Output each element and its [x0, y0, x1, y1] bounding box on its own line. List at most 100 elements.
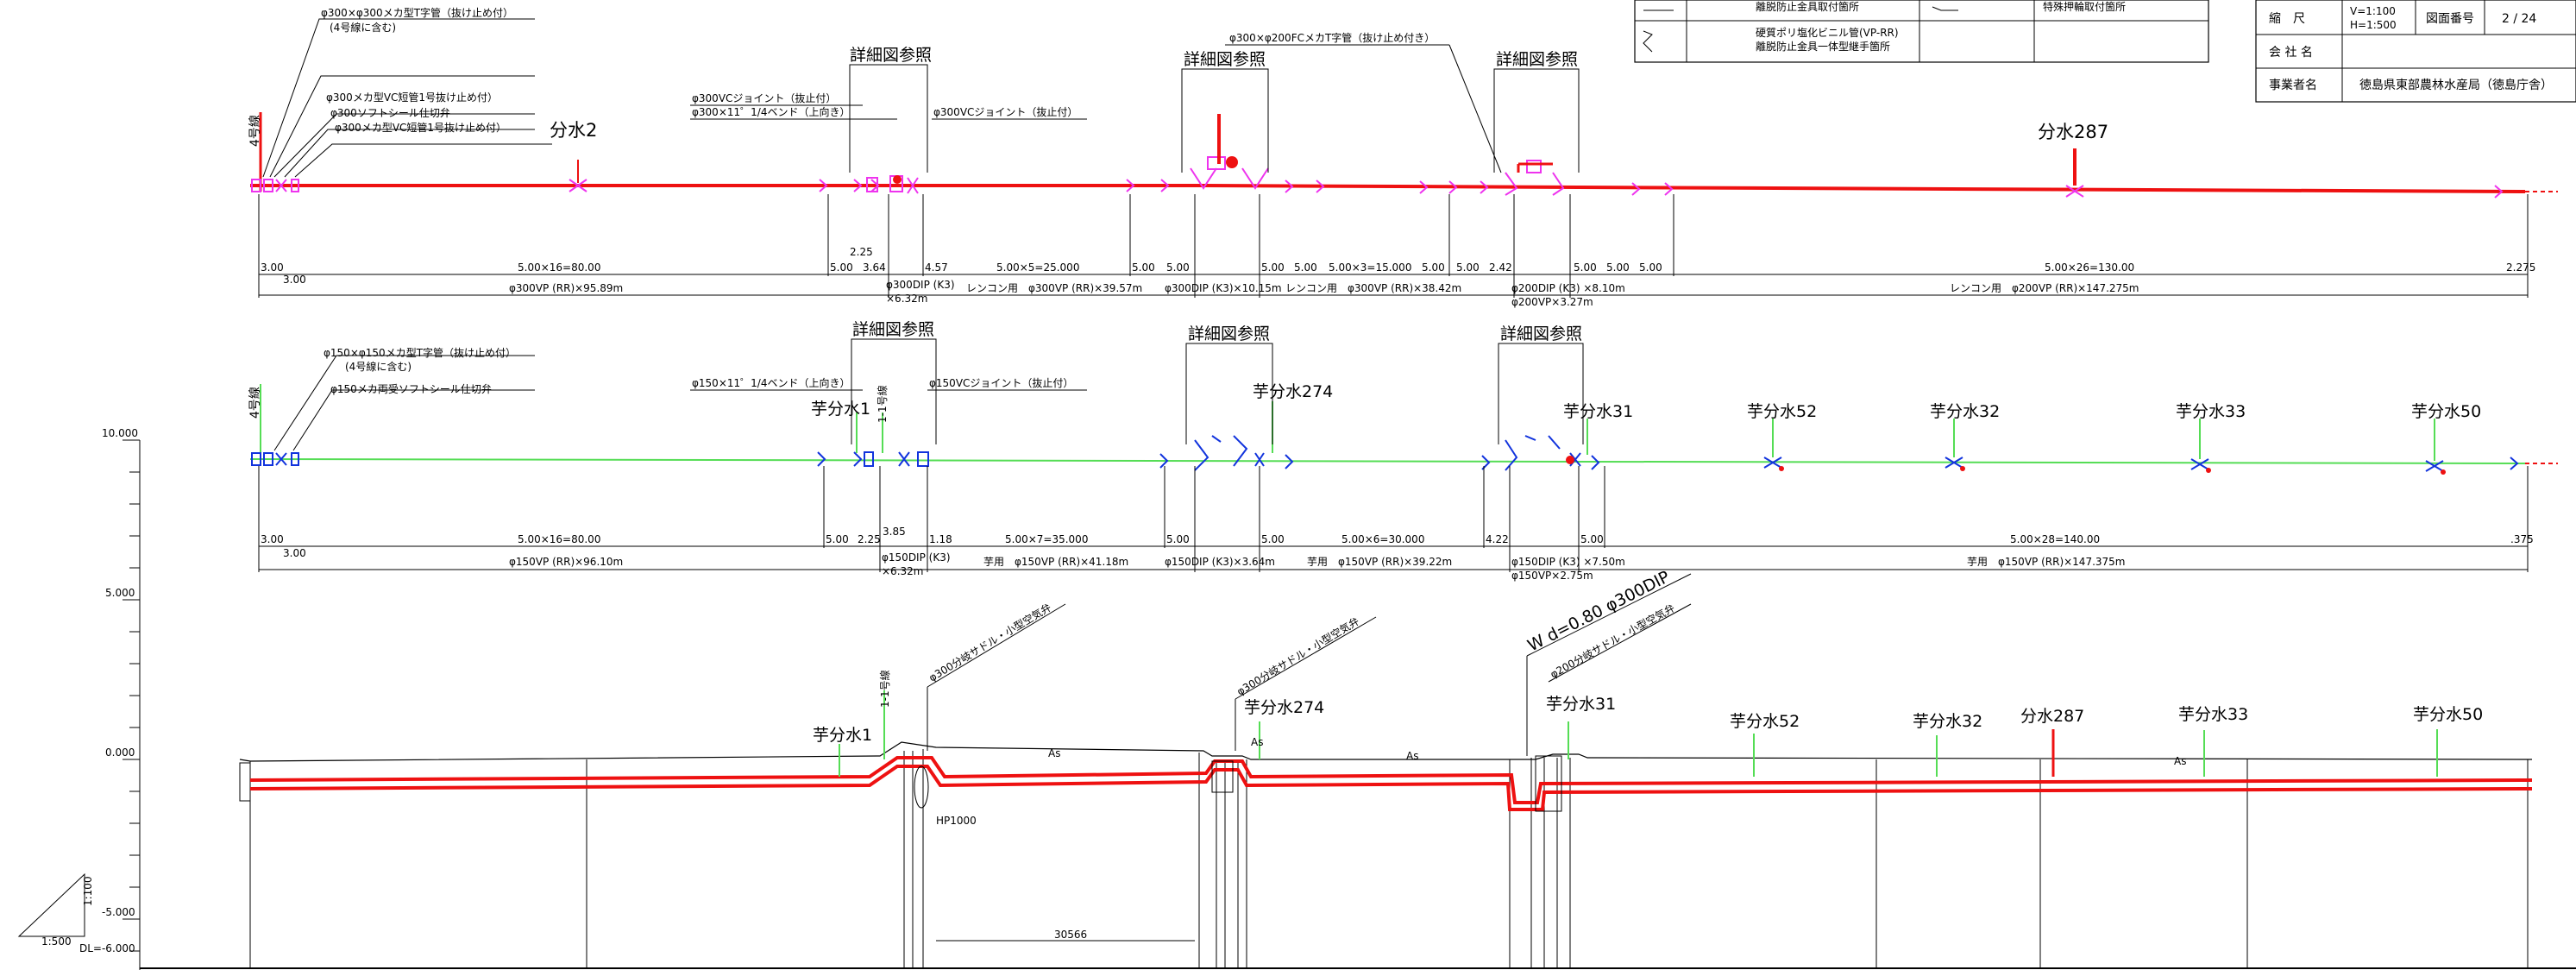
row1-detail-ref-1: 詳細図参照 — [850, 46, 932, 65]
row1-dim-18: 5.00 — [1639, 261, 1662, 274]
row1-note-1: (4号線に含む) — [330, 21, 396, 34]
row1-pipe-0: φ300VP (RR)×95.89m — [509, 282, 623, 294]
row1-dim-16: 5.00 — [1574, 261, 1597, 274]
scale-h: H=1:500 — [2350, 19, 2397, 31]
profile-label-imobunsui274: 芋分水274 — [1244, 698, 1324, 717]
row1-dim-2: 5.00×16=80.00 — [518, 261, 600, 274]
profile-note-4: HP1000 — [936, 815, 977, 827]
row2-label-line1-1: 1-1号線 — [876, 385, 889, 423]
profile-label-bunsui287: 分水287 — [2020, 707, 2084, 726]
row2-dim-1: 3.00 — [283, 547, 306, 559]
row2-dim-2: 5.00×16=80.00 — [518, 533, 600, 545]
row2-note-3: φ150×11゜1/4ベンド（上向き） — [692, 376, 850, 389]
owner-label: 事業者名 — [2269, 79, 2317, 92]
profile-note-9: 30566 — [1054, 929, 1087, 941]
drawing-no-label: 図面番号 — [2426, 12, 2474, 26]
row2-pipe-4: φ150DIP (K3)×3.64m — [1165, 556, 1275, 568]
row2-dim-4: 2.25 — [858, 533, 881, 545]
profile-note-1: φ300分岐サドル・小型空気弁 — [1235, 614, 1361, 698]
row2-dim-14: .375 — [2510, 533, 2534, 545]
row2-dim-10: 5.00×6=30.000 — [1341, 533, 1424, 545]
row1-dim-17: 5.00 — [1606, 261, 1630, 274]
row2-dim-0: 3.00 — [261, 533, 284, 545]
row1-pipe-4: φ300DIP (K3)×10.15m — [1165, 282, 1282, 294]
company-label: 会 社 名 — [2269, 46, 2313, 60]
legend-box: 離脱防止金具取付箇所 特殊押輪取付箇所 硬質ポリ塩化ビニル管(VP-RR) 離脱… — [1634, 0, 2209, 63]
row2-label-imobunsui32: 芋分水32 — [1930, 402, 2000, 421]
profile-label-imobunsui1: 芋分水1 — [813, 726, 872, 745]
row1-pipe-8: レンコン用 φ200VP (RR)×147.275m — [1950, 282, 2139, 294]
row1-line4-label: 4号線 — [248, 115, 262, 147]
row2-dim-5: 3.85 — [883, 526, 906, 538]
row2-line4-label: 4号線 — [248, 387, 262, 419]
row2-note-4: φ150VCジョイント（抜止付） — [929, 377, 1073, 389]
profile-label-imobunsui32: 芋分水32 — [1913, 712, 1982, 731]
row2-note-1: (4号線に含む) — [345, 360, 412, 373]
profile-note-6: As — [1251, 736, 1263, 748]
row1-pipe-2: ×6.32m — [886, 293, 927, 305]
row1-note-3: φ300ソフトシール仕切弁 — [330, 106, 450, 119]
scale-label: 縮 尺 — [2269, 12, 2305, 26]
row1-note-8: φ300×φ200FCメカT字管（抜け止め付き） — [1229, 31, 1435, 44]
row1-dim-8: 5.00 — [1132, 261, 1155, 274]
legend-row1-left: 離脱防止金具取付箇所 — [1756, 0, 1859, 13]
row1-dim-15: 2.42 — [1489, 261, 1512, 274]
profile-label-imobunsui50: 芋分水50 — [2413, 705, 2483, 724]
row2-dim-11: 4.22 — [1486, 533, 1509, 545]
profile-scale-h: 1:500 — [41, 935, 72, 948]
row1-pipe-3: レンコン用 φ300VP (RR)×39.57m — [966, 282, 1142, 294]
row2-dim-6: 1.18 — [929, 533, 952, 545]
row2-pipe-5: 芋用 φ150VP (RR)×39.22m — [1307, 556, 1452, 568]
row2-pipe-8: 芋用 φ150VP (RR)×147.375m — [1967, 556, 2126, 568]
row2-dim-13: 5.00×28=140.00 — [2010, 533, 2100, 545]
profile-label-imobunsui31: 芋分水31 — [1546, 695, 1616, 714]
row2-dim-7: 5.00×7=35.000 — [1005, 533, 1088, 545]
profile-level-minus5: -5.000 — [102, 906, 135, 918]
profile-scale-v: 1:100 — [82, 876, 94, 906]
row2-label-imobunsui274: 芋分水274 — [1253, 382, 1333, 401]
row1-note-5: φ300VCジョイント（抜止付） — [692, 92, 836, 104]
row2-pipe-3: 芋用 φ150VP (RR)×41.18m — [983, 556, 1128, 568]
row1-dim-20: 2.275 — [2506, 261, 2535, 274]
row2-label-imobunsui1: 芋分水1 — [811, 400, 870, 419]
row1-dim-14: 5.00 — [1456, 261, 1480, 274]
row1-detail-ref-2: 詳細図参照 — [1184, 50, 1266, 69]
profile-level-5: 5.000 — [105, 587, 135, 599]
scale-v: V=1:100 — [2350, 5, 2396, 17]
legend-row2-line1: 硬質ポリ塩化ビニル管(VP-RR) — [1756, 26, 1899, 39]
row2-pipe-2: ×6.32m — [882, 565, 923, 577]
row1-dim-3: 2.25 — [850, 246, 873, 258]
row1-dim-6: 4.57 — [925, 261, 948, 274]
row1-note-6: φ300×11゜1/4ベンド（上向き） — [692, 105, 850, 118]
row1-bunsui2-label: 分水2 — [550, 120, 597, 141]
row2-pipe-7: φ150VP×2.75m — [1511, 570, 1593, 582]
row2-dim-9: 5.00 — [1261, 533, 1285, 545]
row1-dim-19: 5.00×26=130.00 — [2045, 261, 2134, 274]
drawing-no: 2 / 24 — [2502, 12, 2536, 26]
row1-dim-10: 5.00 — [1261, 261, 1285, 274]
row1-dim-4: 5.00 — [830, 261, 853, 274]
row2-detail-ref-3: 詳細図参照 — [1500, 324, 1582, 343]
row2-schematic: 4号線 — [248, 320, 2558, 582]
profile-label-line1-1: 1-1号線 — [878, 670, 891, 708]
row2-pipe-1: φ150DIP (K3) — [882, 551, 951, 564]
row1-note-2: φ300メカ型VC短管1号抜け止め付） — [326, 91, 498, 104]
row2-pipe-6: φ150DIP (K3) ×7.50m — [1511, 556, 1625, 568]
row1-pipe-7: φ200VP×3.27m — [1511, 296, 1593, 308]
profile-level-0: 0.000 — [105, 746, 135, 759]
profile-level-10: 10.000 — [102, 427, 138, 439]
row2-label-imobunsui33: 芋分水33 — [2176, 402, 2246, 421]
row1-pipe-6: φ200DIP (K3) ×8.10m — [1511, 282, 1625, 294]
row1-pipe-1: φ300DIP (K3) — [886, 279, 955, 291]
row2-pipe-0: φ150VP (RR)×96.10m — [509, 556, 623, 568]
legend-row2-line2: 離脱防止金具一体型継手箇所 — [1756, 40, 1890, 53]
row2-detail-ref-2: 詳細図参照 — [1188, 324, 1270, 343]
row1-dim-11: 5.00 — [1294, 261, 1317, 274]
profile-note-0: φ300分岐サドル・小型空気弁 — [927, 601, 1053, 684]
owner-name: 徳島県東部農林水産局（徳島庁舎） — [2359, 79, 2553, 92]
row1-dim-12: 5.00×3=15.000 — [1329, 261, 1411, 274]
row2-dim-3: 5.00 — [826, 533, 849, 545]
row1-bunsui287-label: 分水287 — [2038, 122, 2108, 142]
profile-label-imobunsui33: 芋分水33 — [2178, 705, 2248, 724]
